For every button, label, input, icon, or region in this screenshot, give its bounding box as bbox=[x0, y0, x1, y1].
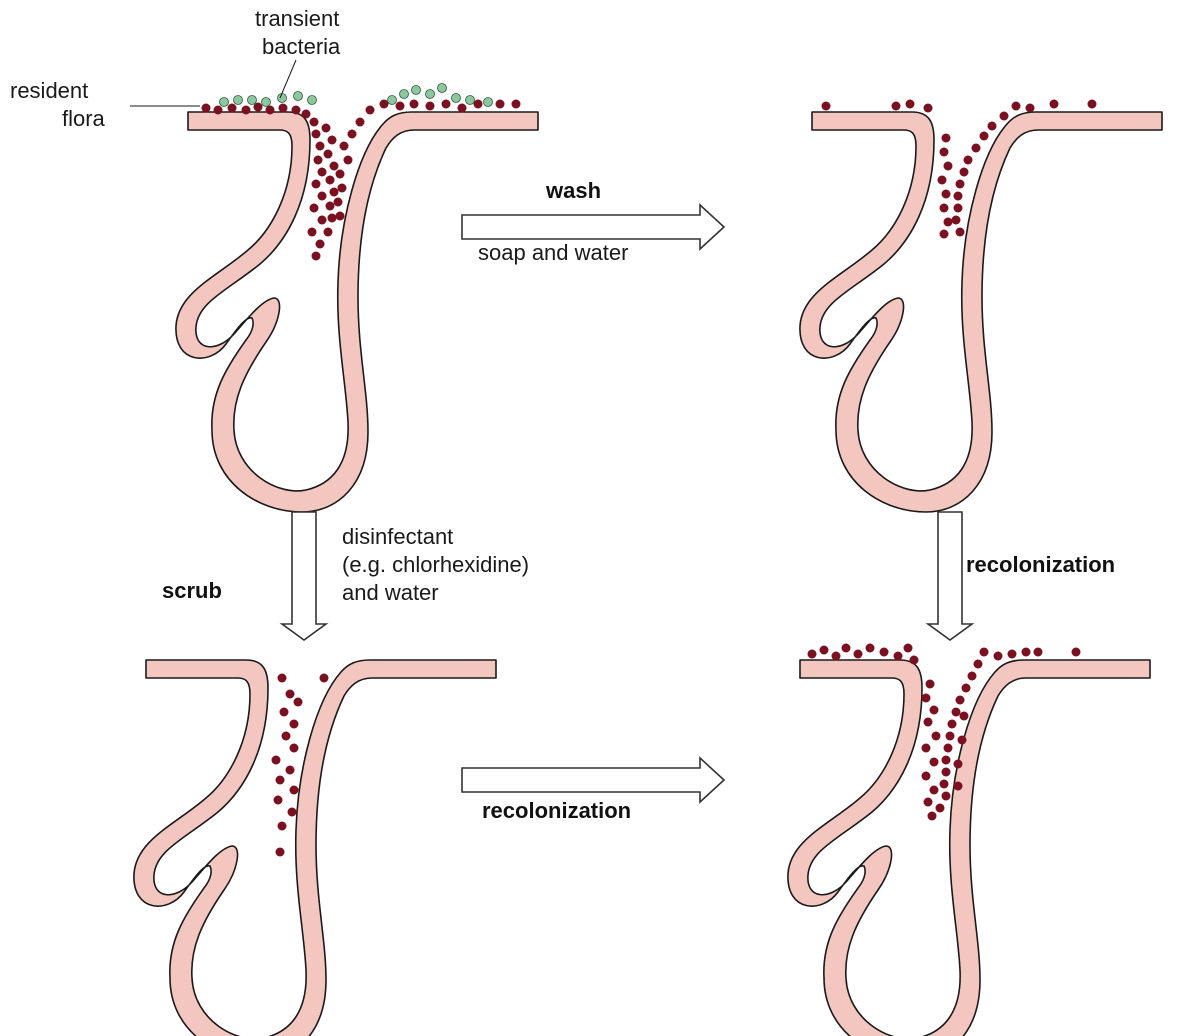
scrub-arrow bbox=[282, 512, 326, 640]
panel-before-washing bbox=[176, 112, 538, 512]
label-resident-line1: resident bbox=[10, 78, 88, 103]
label-transient-line1: transient bbox=[255, 6, 339, 31]
label-disinfectant-line2: (e.g. chlorhexidine) bbox=[342, 552, 529, 577]
panel-after-scrub bbox=[134, 660, 496, 1036]
label-disinfectant-line3: and water bbox=[342, 580, 439, 605]
panel-after-recolonization bbox=[788, 660, 1150, 1036]
label-resident-line2: flora bbox=[62, 106, 106, 131]
label-recolonization-bottom: recolonization bbox=[482, 798, 631, 823]
transient-bacteria-panel-1 bbox=[220, 84, 493, 107]
label-wash: wash bbox=[545, 178, 601, 203]
label-soap-and-water: soap and water bbox=[478, 240, 628, 265]
label-scrub: scrub bbox=[162, 578, 222, 603]
transient-pointer-line bbox=[280, 60, 296, 98]
recolonization-arrow-right bbox=[462, 758, 724, 802]
label-recolonization-right: recolonization bbox=[966, 552, 1115, 577]
panel-after-wash bbox=[800, 112, 1162, 512]
label-transient-line2: bacteria bbox=[262, 34, 341, 59]
label-disinfectant-line1: disinfectant bbox=[342, 524, 453, 549]
